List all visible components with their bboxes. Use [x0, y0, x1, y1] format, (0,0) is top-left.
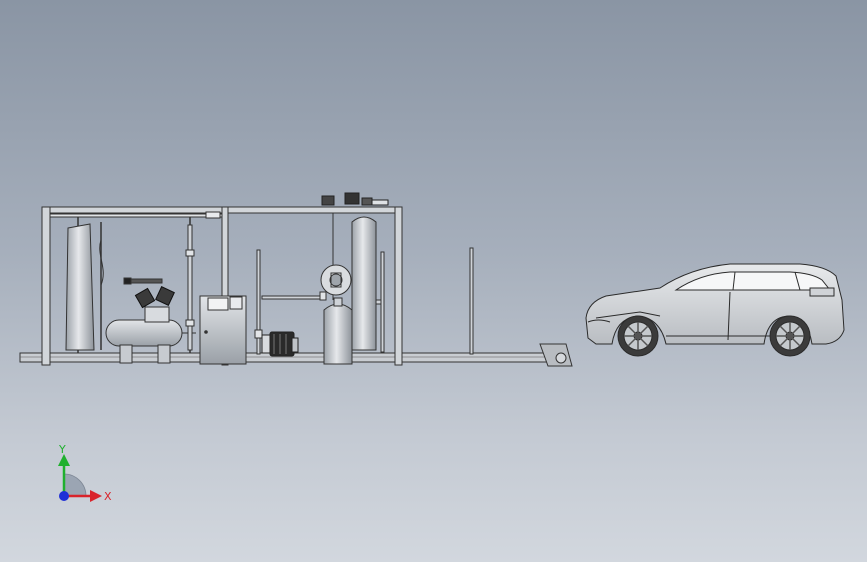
roof-devices — [321, 192, 389, 206]
valve-posts — [254, 247, 474, 355]
pulley-assembly — [261, 213, 352, 301]
gas-cylinder — [323, 297, 353, 365]
axis-triad: Y X — [58, 443, 112, 503]
rear-wheel — [769, 315, 811, 357]
motor — [261, 331, 299, 357]
air-compressor — [105, 277, 196, 364]
x-axis-arrow — [90, 490, 102, 502]
gas-tank — [65, 222, 104, 351]
y-axis-arrow — [58, 454, 70, 466]
z-axis-dot — [59, 491, 69, 501]
car — [585, 263, 845, 357]
control-cabinet — [199, 295, 247, 365]
y-axis-label: Y — [58, 443, 66, 456]
storage-tank — [351, 216, 385, 353]
x-axis-label: X — [104, 490, 112, 503]
vertical-pipe — [185, 224, 195, 351]
front-wheel — [617, 315, 659, 357]
